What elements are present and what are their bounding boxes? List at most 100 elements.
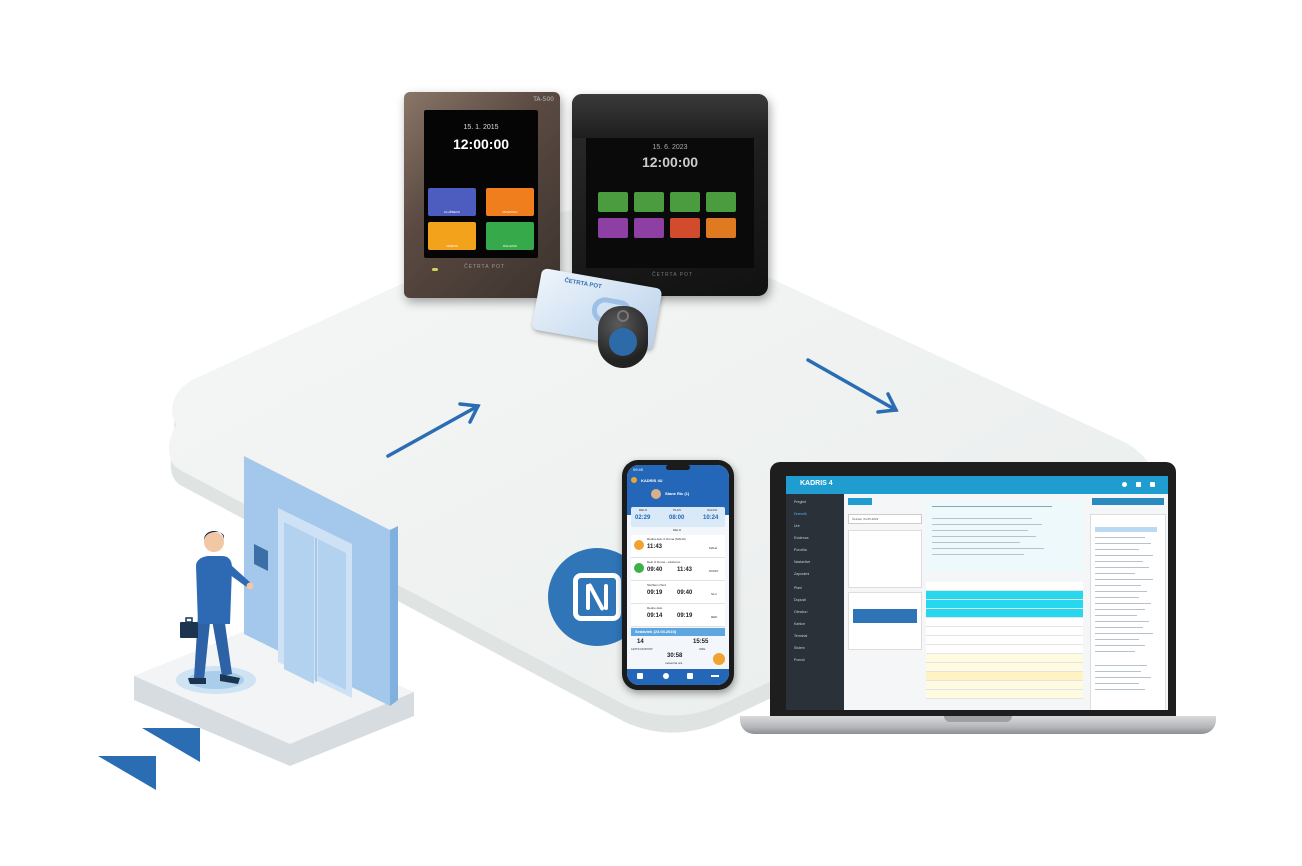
table-row[interactable] — [926, 654, 1083, 663]
employee-select[interactable]: Četrtek, 04.05.2023 — [848, 514, 922, 524]
user-icon[interactable] — [1122, 482, 1127, 487]
status-dot-icon — [634, 540, 644, 550]
table-row[interactable] — [926, 681, 1083, 690]
stats-panel: DELO PLAN SALDO 02:29 08:00 10:24 — [631, 507, 725, 527]
row-tag: SLU — [711, 592, 717, 596]
selector-bar[interactable] — [1092, 498, 1164, 505]
table-row[interactable] — [926, 690, 1083, 699]
sidebar-item[interactable]: Plani — [794, 586, 802, 590]
avatar[interactable] — [651, 489, 661, 499]
sidebar-item[interactable]: Obračun — [794, 610, 808, 614]
table-row[interactable] — [926, 672, 1083, 681]
sidebar-item[interactable]: Pomoč — [794, 658, 805, 662]
list-item[interactable]: Delo iz Doma - odobreno 09:40 11:43 DOMO — [631, 558, 725, 581]
row-title: Redno delo — [647, 606, 663, 610]
row-time: 09:19 — [647, 590, 663, 596]
note-item[interactable] — [853, 609, 917, 623]
phone-app-name: KADRIS 4U — [641, 478, 663, 483]
phone-notch — [666, 465, 690, 470]
table-header — [926, 582, 1083, 591]
selected-employee: Četrtek, 04.05.2023 — [852, 517, 879, 521]
expand-icon[interactable] — [1136, 482, 1141, 487]
notes-panel — [848, 592, 922, 650]
terminal-time: 12:00:00 — [641, 154, 699, 170]
table-row[interactable] — [926, 600, 1083, 609]
terminal-button[interactable] — [634, 218, 664, 238]
app-title: KADRIS 4 — [800, 480, 833, 487]
arrow-up-icon — [386, 402, 481, 458]
terminal-button-label: DOLAZAK — [502, 244, 517, 248]
sidebar-item[interactable]: Terminal — [794, 634, 808, 638]
stat-label: DELO — [639, 508, 648, 512]
terminal-button[interactable] — [598, 192, 628, 212]
terminal-button-private[interactable]: PRIVATNO — [486, 188, 534, 216]
key-fob — [598, 306, 648, 368]
logout-icon[interactable] — [1150, 482, 1155, 487]
table-row[interactable] — [926, 609, 1083, 618]
toolbar[interactable] — [848, 498, 872, 505]
triangle-decor-icon — [98, 756, 156, 790]
list-item[interactable]: Redno delo 09:14 09:19 RED — [631, 604, 725, 627]
table-row[interactable] — [926, 636, 1083, 645]
laptop-screen: KADRIS 4 Pregled Dnevnik Ure Evidenca Po… — [786, 476, 1168, 710]
menu-icon[interactable] — [711, 675, 719, 677]
terminal-button-label: PRIVATNO — [502, 210, 518, 214]
sidebar-item[interactable]: Pregled — [794, 500, 807, 504]
card-reader-icon — [254, 544, 268, 571]
list-item-selected[interactable] — [1095, 527, 1157, 532]
table-row[interactable] — [926, 618, 1083, 627]
section-title: DELO — [673, 528, 682, 532]
terminal-black: 15. 6. 2023 12:00:00 ČETRTA POT — [572, 94, 768, 296]
terminal-button-business[interactable]: SLUŽBENO — [428, 188, 476, 216]
monthly-label: mesečna ura — [665, 661, 683, 665]
sidebar-item[interactable]: Poročila — [794, 548, 807, 552]
sidebar-item[interactable]: Nastavitve — [794, 560, 811, 564]
terminal-logo: ČETRTA POT — [464, 264, 505, 270]
sidebar-item[interactable]: Evidenca — [794, 536, 809, 540]
sidebar-item[interactable]: Sistem — [794, 646, 805, 650]
terminal-button[interactable] — [670, 218, 700, 238]
terminal-button-label: ODMOR — [446, 244, 458, 248]
home-icon[interactable] — [637, 673, 643, 679]
terminal-button[interactable] — [706, 192, 736, 212]
sidebar-item[interactable]: Dopusti — [794, 598, 806, 602]
arrow-down-icon — [806, 358, 899, 414]
elevator-door-left — [284, 522, 314, 684]
row-title: Redna delo iz Doma (MAI10) — [647, 537, 686, 541]
row-time: 09:40 — [677, 590, 693, 596]
sidebar-item[interactable]: Ure — [794, 524, 800, 528]
table-row[interactable] — [926, 591, 1083, 600]
band-text: Sedaviek (23.03.2023) — [635, 629, 677, 634]
list-item[interactable]: Služben izhod 09:19 09:40 SLU — [631, 581, 725, 604]
terminal-glass — [572, 94, 768, 138]
laptop-notch — [944, 716, 1012, 722]
app-header: KADRIS 4 — [786, 476, 1168, 494]
row-time: 11:43 — [647, 544, 663, 550]
sidebar-item[interactable]: Zaposleni — [794, 572, 810, 576]
table-row[interactable] — [926, 645, 1083, 654]
led-icon — [432, 268, 438, 271]
terminal-button-arrival[interactable]: DOLAZAK — [486, 222, 534, 250]
terminal-button[interactable] — [706, 218, 736, 238]
info-panel — [926, 500, 1083, 572]
terminal-button[interactable] — [670, 192, 700, 212]
terminal-button-break[interactable]: ODMOR — [428, 222, 476, 250]
key-icon[interactable] — [687, 673, 693, 679]
table-row[interactable] — [926, 663, 1083, 672]
list-item[interactable]: Redna delo iz Doma (MAI10) 11:43 MALE — [631, 535, 725, 558]
sidebar-item[interactable]: Kartice — [794, 622, 805, 626]
user-name: Stane Ric (1) — [665, 491, 690, 496]
phone-nav — [627, 669, 729, 685]
row-title: Služben izhod — [647, 583, 666, 587]
table-row[interactable] — [926, 627, 1083, 636]
status-dot-icon — [634, 563, 644, 573]
terminal-button[interactable] — [598, 218, 628, 238]
terminal-logo: ČETRTA POT — [652, 272, 693, 278]
sidebar-item[interactable]: Dnevnik — [794, 512, 807, 516]
terminal-button-label: SLUŽBENO — [443, 210, 461, 214]
terminal-screen: 15. 6. 2023 12:00:00 — [586, 138, 754, 268]
person-icon — [176, 531, 256, 694]
help-icon[interactable] — [663, 673, 669, 679]
terminal-button[interactable] — [634, 192, 664, 212]
add-button[interactable] — [713, 653, 725, 665]
